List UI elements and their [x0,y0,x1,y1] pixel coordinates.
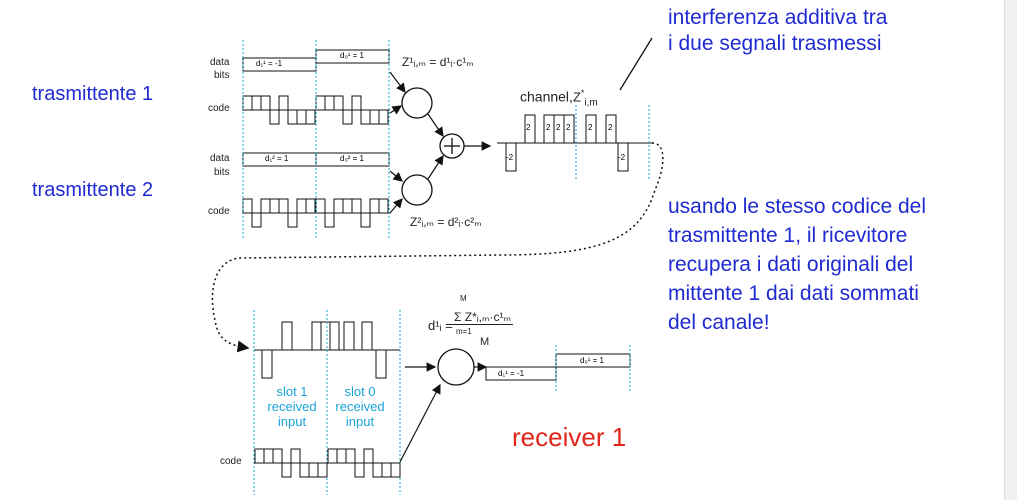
ch-val: -2 [618,153,626,162]
t1-bit-slot0: d₀¹ = 1 [340,51,364,60]
decode-numerator: Σ Z*ᵢ,ₘ·c¹ₘ [452,310,513,325]
slot-guides-output [555,345,631,392]
mixer-arrows [389,71,492,214]
received-waveform [254,321,400,379]
z1-formula: Z¹ᵢ,ₘ = d¹ᵢ·c¹ₘ [402,55,474,69]
channel-waveform [497,114,652,172]
channel-to-receiver-connector [211,142,664,353]
channel-label: channel,Z*i,m [520,88,598,109]
t2-bit-slot1: d₁² = 1 [265,154,289,163]
t2-data-label: data [210,153,230,164]
slot-guides-receiver [253,310,401,495]
t1-bits-label: bits [214,70,230,81]
recv-bit-slot0: d₀¹ = 1 [580,356,604,365]
slot-guides-channel [575,105,650,180]
mixers [401,87,465,206]
ch-val: 2 [556,123,561,132]
decode-denominator: M [480,336,490,348]
z2-formula: Z²ᵢ,ₘ = d²ᵢ·c²ₘ [410,215,482,229]
slot0-label: slot 0 received input [335,384,385,429]
interference-pointer [619,37,653,91]
t2-data-bits-waveform [242,152,390,167]
decode-sum-bottom: m=1 [456,327,472,336]
ch-val: -2 [506,153,514,162]
transmitter-2-label: trasmittente 2 [32,179,154,201]
recv-bit-slot1: d₁¹ = -1 [498,369,525,378]
receiver-arrows [399,362,488,463]
transmitter-1-label: trasmittente 1 [32,83,154,105]
receiver-code-label: code [220,456,242,467]
ch-val: 2 [608,123,613,132]
t1-code-label: code [208,103,230,114]
receiver-multiplier [437,348,475,386]
ch-val: 2 [588,123,593,132]
t1-bit-slot1: d₁¹ = -1 [256,59,283,68]
slot1-label: slot 1 received input [267,384,317,429]
ch-val: 2 [546,123,551,132]
decoding-note: usando le stesso codice del trasmittente… [668,195,926,334]
slot-guides-top [242,40,390,240]
decode-formula-lhs: d¹ᵢ = [428,318,453,333]
decode-sum-top: M [460,294,467,303]
interference-note: interferenza additiva tra i due segnali … [668,6,888,55]
t2-bit-slot0: d₀² = 1 [340,154,364,163]
receiver-code-waveform [254,448,401,478]
t2-code-label: code [208,206,230,217]
t2-bits-label: bits [214,167,230,178]
vertical-scrollbar[interactable] [1004,0,1017,500]
receiver-label: receiver 1 [512,422,627,452]
ch-val: 2 [526,123,531,132]
ch-val: 2 [566,123,571,132]
t1-data-label: data [210,57,230,68]
